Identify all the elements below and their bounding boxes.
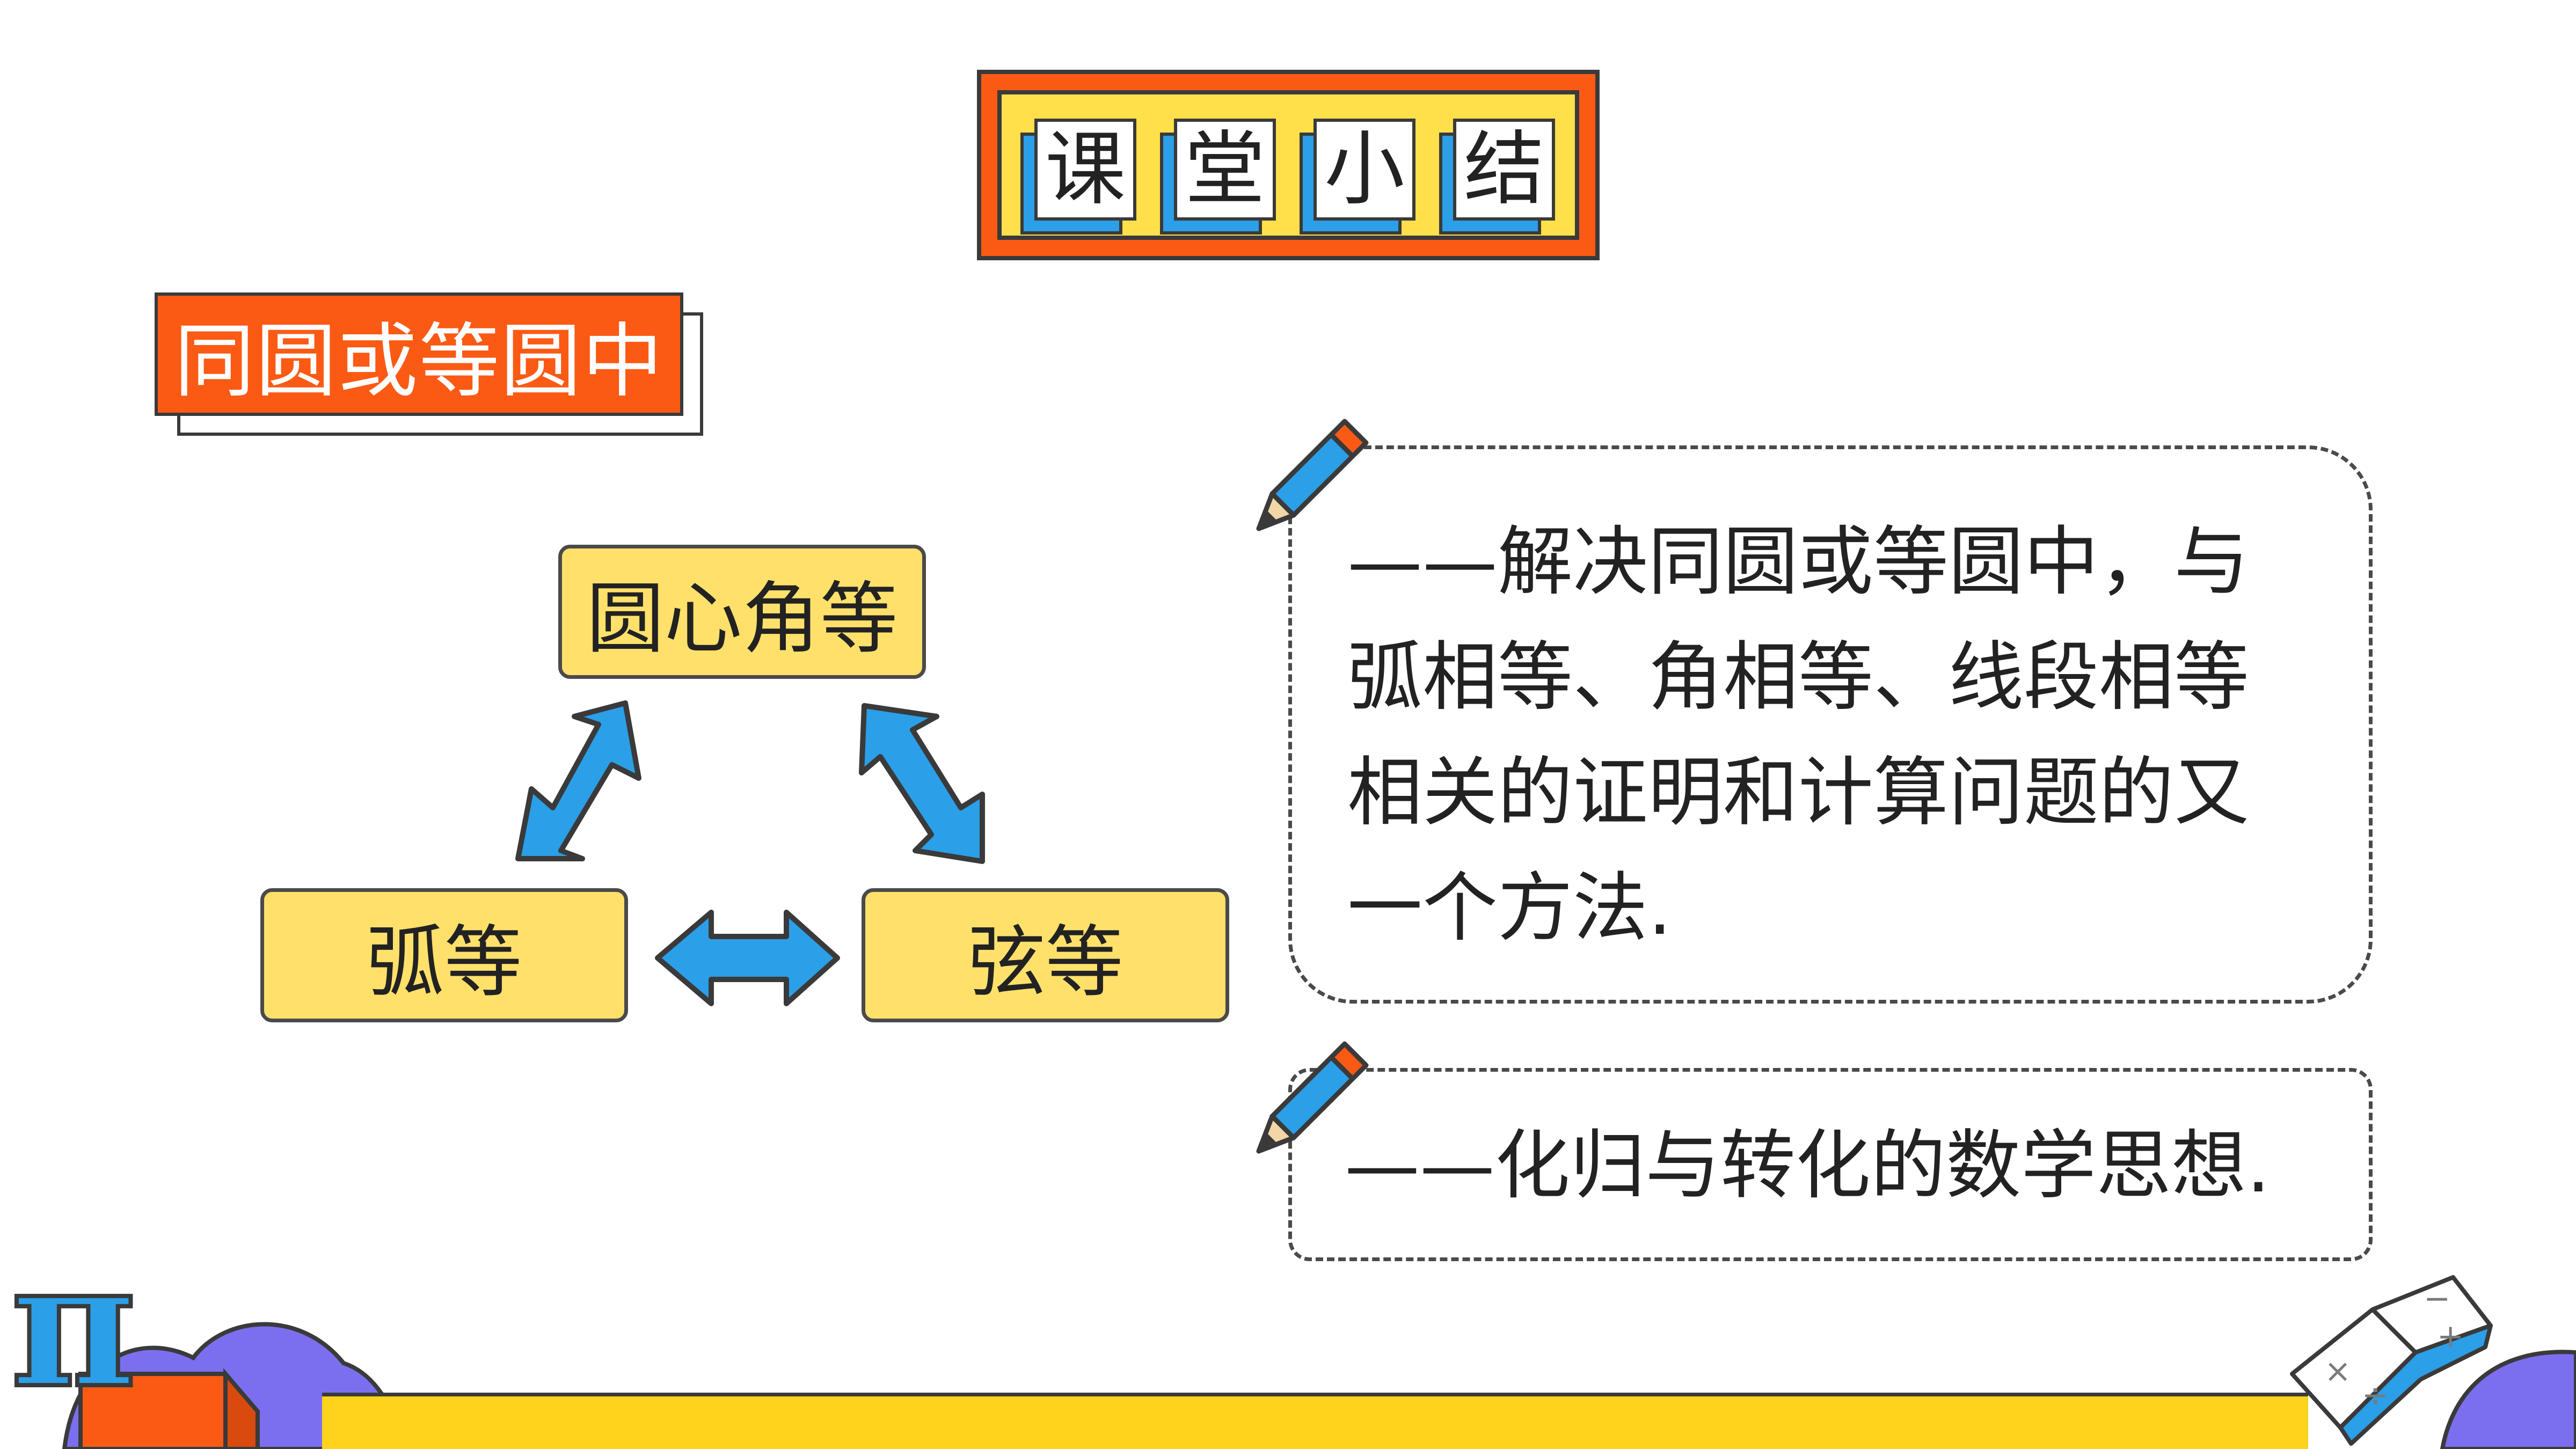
- title-char: 小: [1313, 119, 1415, 221]
- node-central-angle: 圆心角等: [558, 545, 926, 679]
- book-symbol: ×: [2324, 1352, 2351, 1390]
- bottom-strip: [322, 1393, 2308, 1449]
- double-arrow-icon: [515, 700, 641, 861]
- node-chord: 弦等: [862, 888, 1229, 1022]
- title-char: 结: [1453, 119, 1555, 221]
- note-box-2: [1288, 1068, 2373, 1261]
- book-symbol: ÷: [2362, 1377, 2389, 1414]
- book-symbol: +: [2437, 1318, 2464, 1355]
- section-label: 同圆或等圆中: [155, 292, 683, 416]
- bottom-right-decoration: × ÷ − +: [2290, 1275, 2576, 1449]
- note-1-line: 相关的证明和计算问题的又: [1347, 749, 2250, 837]
- title-char: 堂: [1174, 119, 1276, 221]
- note-2-text: ——化归与转化的数学思想.: [1345, 1122, 2271, 1210]
- pi-icon: π: [9, 1225, 138, 1426]
- double-arrow-icon: [859, 703, 985, 864]
- pencil-icon: [1256, 1041, 1369, 1154]
- title-banner: 课 堂 小 结: [977, 70, 1600, 260]
- node-arc: 弧等: [260, 888, 628, 1022]
- title-char-tile: 堂: [1160, 119, 1276, 235]
- note-1-line: 弧相等、角相等、线段相等: [1347, 634, 2250, 721]
- note-1-line: ——解决同圆或等圆中，与: [1347, 518, 2250, 606]
- title-char-tile: 小: [1300, 119, 1415, 235]
- note-box-1: [1288, 445, 2373, 1004]
- note-1-text: ——解决同圆或等圆中，与 弧相等、角相等、线段相等 相关的证明和计算问题的又 一…: [1347, 504, 2346, 966]
- title-banner-inner: 课 堂 小 结: [997, 90, 1579, 240]
- title-char: 课: [1034, 119, 1136, 221]
- book-symbol: −: [2424, 1280, 2450, 1318]
- title-char-tile: 结: [1439, 119, 1555, 235]
- double-arrow-icon: [655, 910, 840, 1006]
- note-1-line: 一个方法.: [1347, 865, 1672, 952]
- pencil-icon: [1256, 419, 1369, 531]
- title-char-tile: 课: [1020, 119, 1136, 235]
